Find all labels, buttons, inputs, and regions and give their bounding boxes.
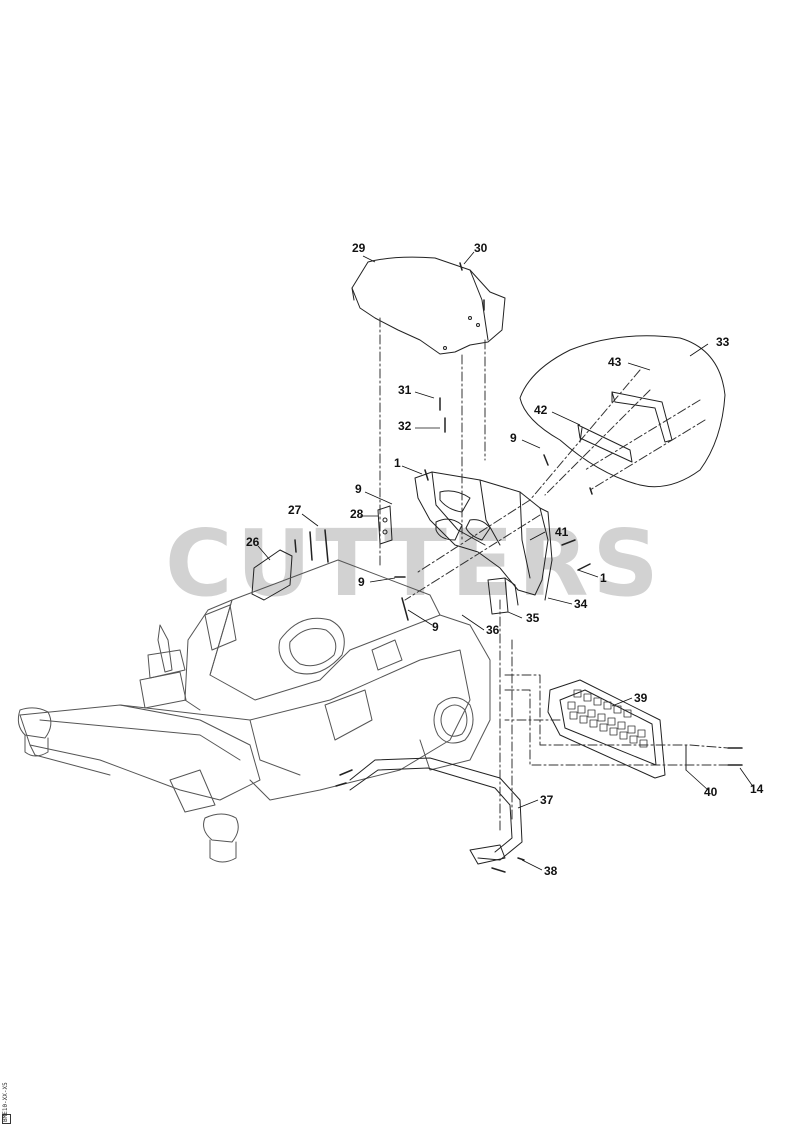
part-label: 37	[540, 793, 554, 807]
part-label: 29	[352, 241, 366, 255]
part-label: 9	[358, 575, 365, 589]
seat-mount-part	[414, 471, 553, 601]
drawing-id-box	[2, 1114, 11, 1124]
seat-part	[351, 256, 506, 355]
leader-lines	[257, 251, 755, 871]
part-label: 27	[288, 503, 302, 517]
part-labels: 29 30 33 43 31 42 32 9 1 9 27 28 41 26 1…	[246, 241, 764, 878]
part-label: 28	[350, 507, 364, 521]
part-label: 39	[634, 691, 648, 705]
part-label: 31	[398, 383, 412, 397]
seat-bracket-part	[577, 391, 673, 463]
mower-frame	[17, 559, 491, 863]
fasteners	[294, 262, 743, 873]
part-label: 9	[510, 431, 517, 445]
part-label: 30	[474, 241, 488, 255]
part-label: 34	[574, 597, 588, 611]
exploded-view-lines	[379, 317, 729, 831]
part-label: 42	[534, 403, 548, 417]
bracket-part-28	[377, 505, 393, 545]
part-label: 33	[716, 335, 730, 349]
part-label: 32	[398, 419, 412, 433]
cover-plate-26	[251, 549, 293, 601]
part-label: 43	[608, 355, 622, 369]
part-label: 14	[750, 782, 764, 796]
foot-plate	[547, 679, 687, 779]
part-label: 38	[544, 864, 558, 878]
part-label: 1	[600, 571, 607, 585]
watermark-text: CUTTERS	[165, 510, 663, 617]
part-label: 40	[704, 785, 718, 799]
part-label: 26	[246, 535, 260, 549]
part-label: 36	[486, 623, 500, 637]
part-label: 1	[394, 456, 401, 470]
part-label: 35	[526, 611, 540, 625]
part-label: 41	[555, 525, 569, 539]
seat-cover-part	[519, 335, 726, 488]
part-label: 9	[355, 482, 362, 496]
part-label: 9	[432, 620, 439, 634]
rear-handle-bar	[349, 757, 523, 865]
